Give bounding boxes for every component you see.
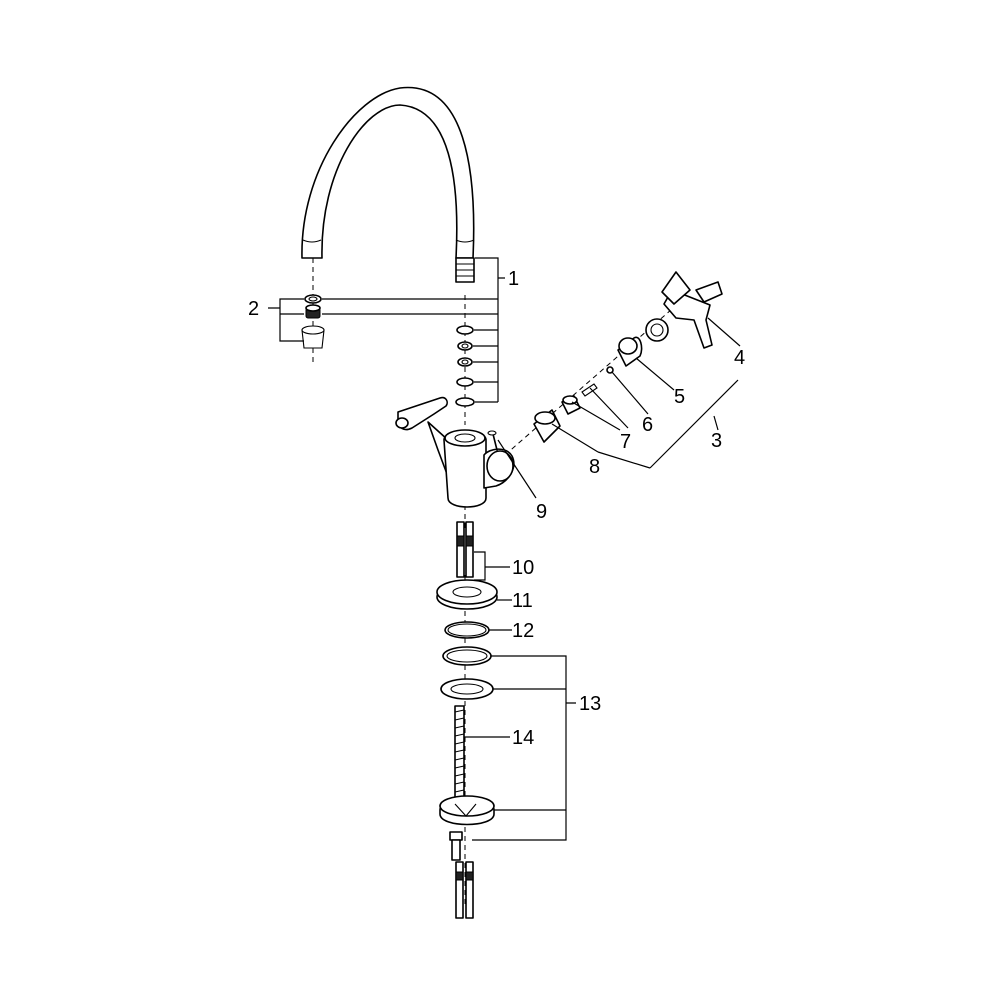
callout-labels: 1 2 3 4 5 6 7 8 9 10 11 12 13 14 <box>248 268 745 749</box>
callout-4: 4 <box>734 347 745 369</box>
callout-11: 11 <box>512 590 533 612</box>
spout <box>301 86 475 283</box>
fixing-plate <box>439 795 495 861</box>
callout-9: 9 <box>536 501 547 523</box>
callout-12: 12 <box>512 620 534 642</box>
callout-7: 7 <box>620 431 631 453</box>
callout-5: 5 <box>674 386 685 408</box>
right-handle-assembly <box>533 271 723 443</box>
callout-1: 1 <box>508 268 519 290</box>
callout-10: 10 <box>512 557 534 579</box>
callout-2: 2 <box>248 298 259 320</box>
callout-8: 8 <box>589 456 600 478</box>
hose-ends <box>455 861 474 919</box>
callout-14: 14 <box>512 727 534 749</box>
supply-hoses <box>456 521 474 578</box>
callout-13: 13 <box>579 693 601 715</box>
leader-lines <box>268 257 741 841</box>
faucet-body <box>395 396 515 508</box>
aerator-parts <box>301 294 325 349</box>
spout-seals <box>455 325 475 407</box>
threaded-rod <box>454 705 465 801</box>
callout-3: 3 <box>711 430 722 452</box>
mount-washers <box>436 579 498 700</box>
callout-6: 6 <box>642 414 653 436</box>
